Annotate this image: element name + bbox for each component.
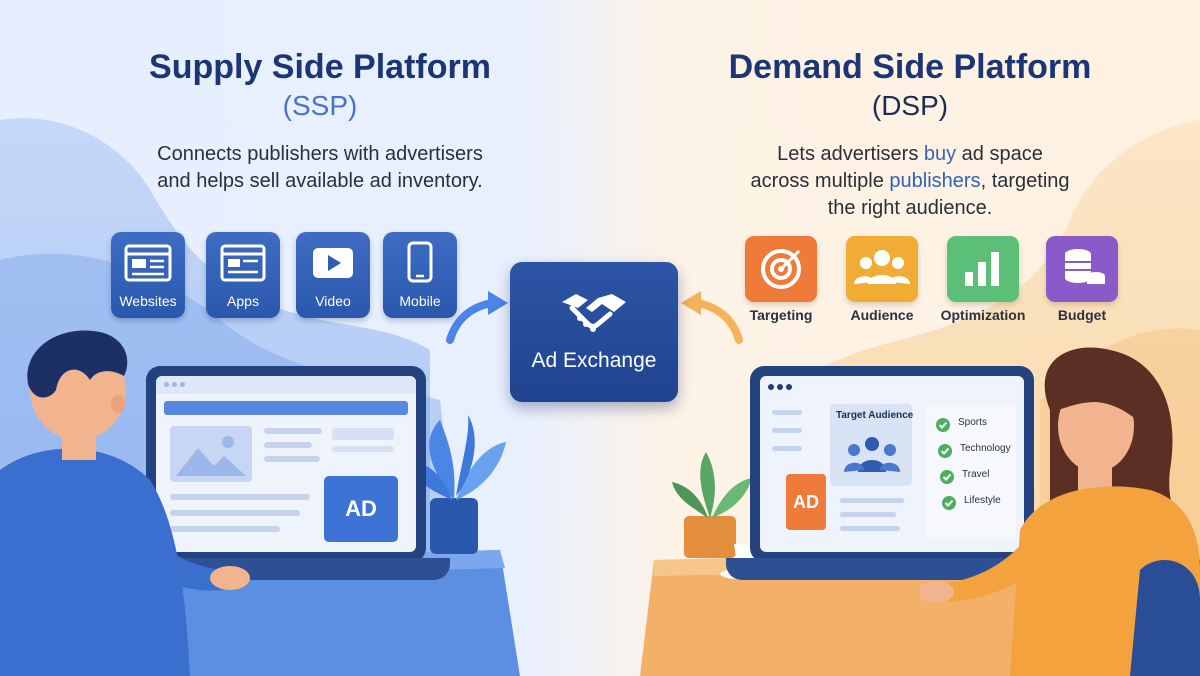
arrow-from-dsp-icon — [681, 291, 743, 344]
arrow-to-exchange-icon — [446, 291, 508, 344]
audience-interest-list: Sports Technology Travel Lifestyle — [926, 404, 1016, 540]
dsp-person — [918, 347, 1200, 676]
audience-group-icon — [854, 250, 910, 284]
dsp-description-line-1: Lets advertisers buy ad space — [777, 143, 1043, 165]
ssp-description: Connects publishers with advertisers and… — [100, 141, 540, 195]
channel-apps: Apps — [206, 232, 280, 318]
channel-mobile: Mobile — [383, 232, 457, 318]
channel-label: Video — [315, 293, 351, 309]
dsp-ad-block: AD — [786, 474, 826, 530]
check-icon — [936, 418, 950, 432]
feature-label: Audience — [850, 307, 914, 323]
smartphone-icon — [407, 241, 433, 283]
ssp-person — [0, 330, 250, 676]
channel-label: Apps — [227, 293, 259, 309]
feature-label: Targeting — [749, 307, 813, 323]
ssp-laptop: AD — [146, 366, 426, 562]
coin-stack-icon — [1065, 249, 1105, 284]
ad-exchange-box: Ad Exchange — [510, 262, 678, 402]
dsp-description-line-3: the right audience. — [827, 197, 993, 219]
ssp-title: Supply Side Platform — [149, 48, 491, 86]
feature-optimization — [947, 236, 1019, 302]
dsp-title: Demand Side Platform — [728, 48, 1092, 86]
ssp-screen-header-bar — [164, 401, 408, 415]
dsp-laptop: Target Audience AD Sports — [750, 366, 1034, 562]
feature-budget — [1046, 236, 1118, 302]
target-icon — [761, 249, 801, 289]
check-icon — [938, 444, 952, 458]
feature-label: Budget — [1057, 307, 1107, 323]
ssp-description-line-2: and helps sell available ad inventory. — [157, 170, 483, 192]
browser-window-icon — [124, 244, 172, 282]
channel-label: Mobile — [399, 293, 441, 309]
ssp-description-line-1: Connects publishers with advertisers — [157, 143, 483, 165]
dsp-description: Lets advertisers buy ad space across mul… — [660, 141, 1160, 222]
channel-label: Websites — [119, 293, 177, 309]
target-audience-title: Target Audience — [836, 410, 914, 421]
feature-label: Optimization — [940, 307, 1026, 323]
feature-audience — [846, 236, 918, 302]
check-icon — [942, 496, 956, 510]
target-audience-panel: Target Audience — [830, 404, 914, 486]
dsp-laptop-screen: Target Audience AD Sports — [760, 376, 1024, 552]
app-window-icon — [220, 244, 266, 282]
feature-targeting — [745, 236, 817, 302]
ssp-ad-block: AD — [324, 476, 398, 542]
dsp-laptop-base — [726, 558, 1056, 580]
dsp-abbreviation: (DSP) — [871, 90, 949, 121]
ad-exchange-label: Ad Exchange — [531, 349, 657, 372]
audience-people-icon — [844, 437, 900, 472]
image-placeholder-icon — [170, 426, 252, 482]
ssp-laptop-screen: AD — [156, 376, 416, 552]
ssp-abbreviation: (SSP) — [282, 90, 358, 121]
play-video-icon — [313, 248, 353, 278]
channel-video: Video — [296, 232, 370, 318]
bar-chart-icon — [965, 252, 999, 286]
check-icon — [940, 470, 954, 484]
dsp-description-line-2: across multiple publishers, targeting — [750, 170, 1070, 192]
channel-websites: Websites — [111, 232, 185, 318]
handshake-icon — [562, 294, 626, 332]
